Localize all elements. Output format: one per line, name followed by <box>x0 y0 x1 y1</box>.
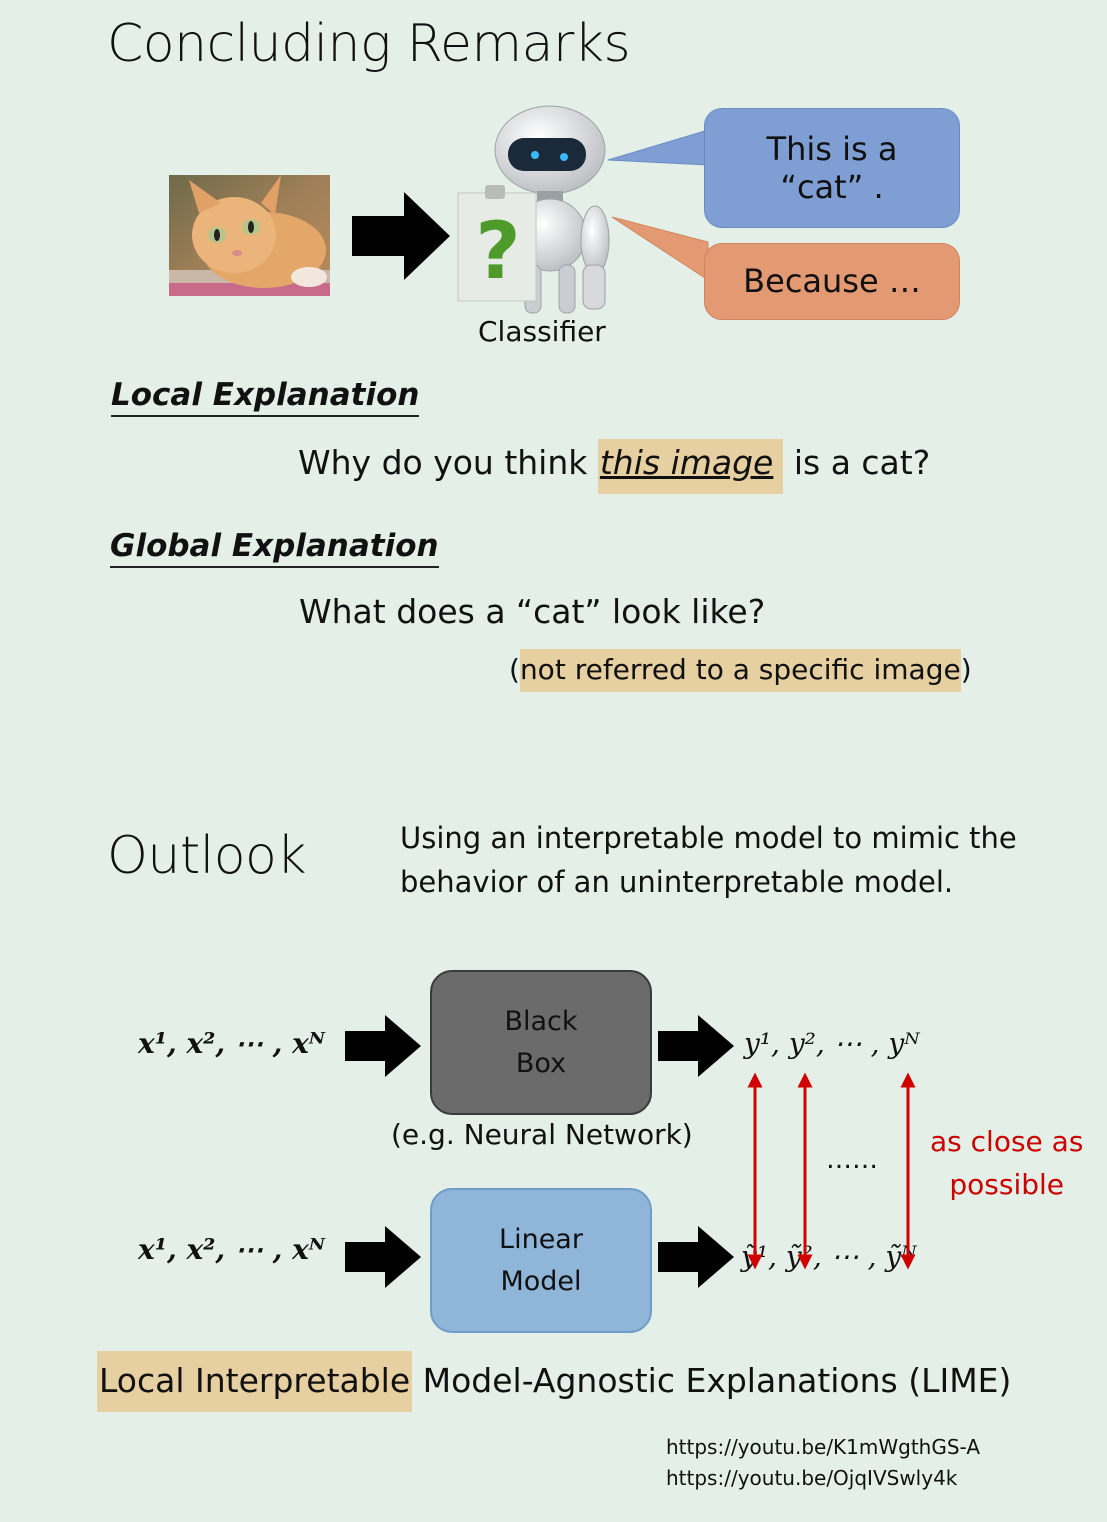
arrow-input-to-blackbox-icon <box>345 1015 421 1077</box>
bubble-answer-line2: “cat” . <box>780 168 884 206</box>
output-sequence-bottom: ỹ¹, ỹ², ⋯ , ỹᴺ <box>741 1240 917 1273</box>
video-links: https://youtu.be/K1mWgthGS-A https://you… <box>666 1432 980 1494</box>
cat-photo <box>169 175 330 296</box>
black-box-line2: Box <box>515 1047 567 1079</box>
arrow-blackbox-to-output-icon <box>658 1015 734 1077</box>
local-question: Why do you think this image is a cat? <box>298 439 931 494</box>
outlook-description: Using an interpretable model to mimic th… <box>400 817 1017 904</box>
close-line1: as close as <box>930 1125 1084 1158</box>
arrow-input-to-linear-icon <box>345 1226 421 1288</box>
outlook-title: Outlook <box>107 826 306 886</box>
local-explanation-heading: Local Explanation <box>111 377 420 417</box>
speech-bubble-because: Because … <box>704 243 960 320</box>
linear-model-box: Linear Model <box>430 1188 652 1333</box>
as-close-as-possible-label: as close as possible <box>930 1120 1083 1207</box>
outlook-desc-line2: behavior of an uninterpretable model. <box>400 864 954 899</box>
comparison-arrows <box>747 1072 916 1270</box>
input-sequence-top: x¹, x², ⋯ , xᴺ <box>138 1027 325 1060</box>
arrow-linear-to-output-icon <box>658 1226 734 1288</box>
black-box-line1: Black <box>504 1005 578 1037</box>
input-sequence-bottom: x¹, x², ⋯ , xᴺ <box>138 1233 325 1266</box>
speech-bubble-answer: This is a “cat” . <box>704 108 960 228</box>
black-box: Black Box <box>430 970 652 1115</box>
video-link-1[interactable]: https://youtu.be/K1mWgthGS-A <box>666 1435 981 1459</box>
local-question-suffix: is a cat? <box>783 443 931 482</box>
question-mark-icon: ? <box>475 207 521 297</box>
bubble-because-text: Because … <box>743 262 921 301</box>
linear-model-line2: Model <box>500 1265 582 1297</box>
linear-model-line1: Linear <box>499 1223 583 1255</box>
lime-rest: Model-Agnostic Explanations (LIME) <box>412 1361 1012 1400</box>
global-question: What does a “cat” look like? <box>299 592 766 631</box>
close-line2: possible <box>949 1168 1065 1202</box>
local-interpretable-highlight: Local Interpretable <box>97 1351 413 1412</box>
global-note: (not referred to a specific image) <box>509 649 972 692</box>
note-open-paren: ( <box>509 653 520 686</box>
bubble-tails <box>607 129 709 281</box>
note-close-paren: ) <box>960 653 972 686</box>
bubble-answer-line1: This is a <box>766 129 898 168</box>
arrow-right-icon <box>352 192 450 280</box>
global-explanation-heading: Global Explanation <box>110 528 439 568</box>
output-ellipsis: …… <box>826 1145 878 1175</box>
robot-icon <box>455 105 630 315</box>
page-title: Concluding Remarks <box>107 14 631 74</box>
video-link-2[interactable]: https://youtu.be/OjqIVSwly4k <box>666 1466 958 1490</box>
outlook-desc-line1: Using an interpretable model to mimic th… <box>400 821 1017 855</box>
output-sequence-top: y¹, y², ⋯ , yᴺ <box>744 1027 920 1060</box>
lime-title: Local Interpretable Model-Agnostic Expla… <box>97 1351 1012 1412</box>
this-image-highlight: this image <box>597 439 784 494</box>
black-box-note: (e.g. Neural Network) <box>391 1118 693 1151</box>
classifier-label: Classifier <box>478 315 606 348</box>
not-specific-highlight: not referred to a specific image <box>519 649 961 692</box>
local-question-prefix: Why do you think <box>298 443 598 482</box>
